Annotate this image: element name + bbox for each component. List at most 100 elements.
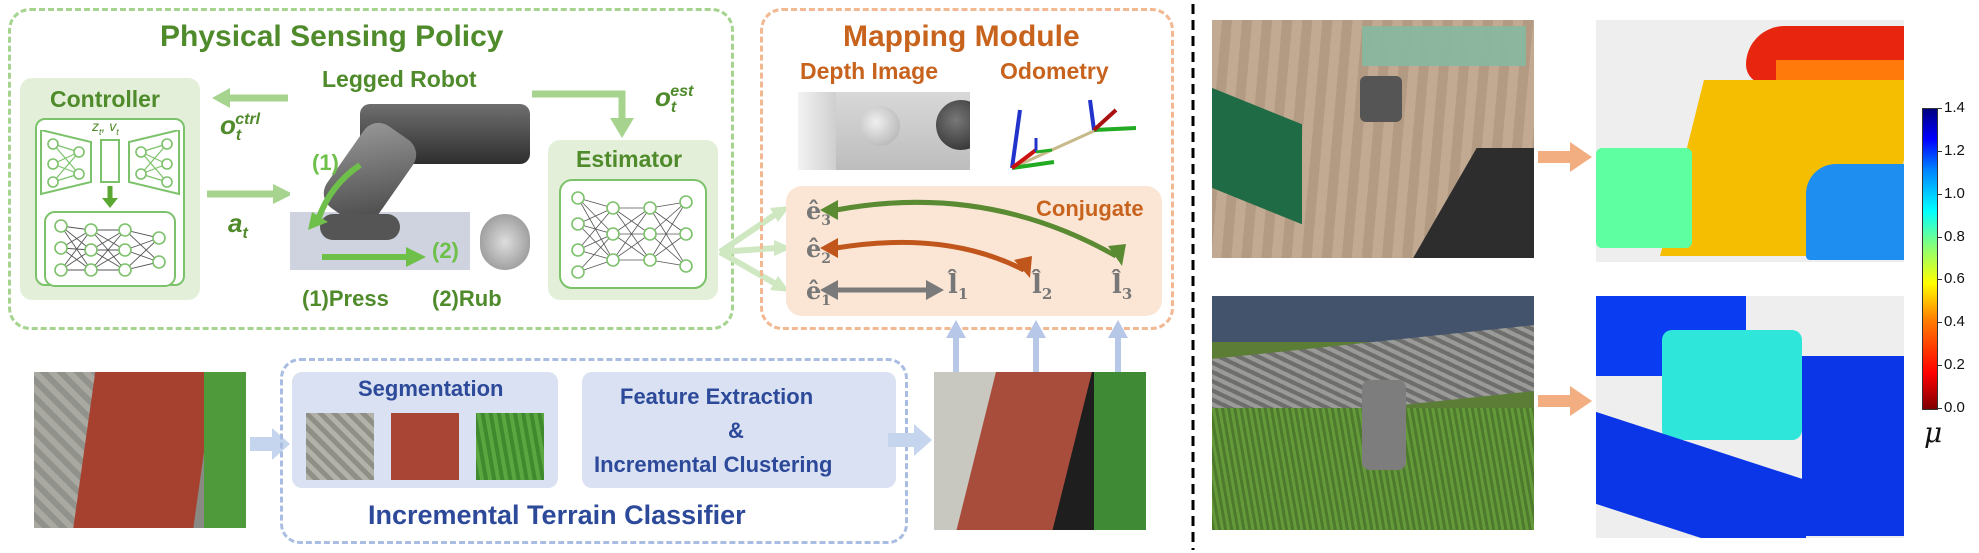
e-hat-1: ê1 bbox=[806, 276, 831, 309]
estimator-network-icon bbox=[559, 179, 707, 289]
feature-line3: Incremental Clustering bbox=[594, 452, 833, 477]
colorbar-tick-mark bbox=[1937, 279, 1942, 281]
l-hat-2-sub: 2 bbox=[1041, 285, 1053, 304]
colorbar-tick-label: 0.2 bbox=[1944, 356, 1965, 374]
segmented-grass-region bbox=[1094, 372, 1146, 530]
indoor-robot-photo bbox=[1212, 20, 1534, 258]
red-track bbox=[71, 372, 217, 528]
e-hat-2-base: ê bbox=[806, 234, 822, 263]
policy-title: Physical Sensing Policy bbox=[160, 20, 504, 53]
obs-ctrl-label: otctrl bbox=[220, 110, 260, 145]
l-hat-3-base: l̂ bbox=[1112, 270, 1122, 300]
conjugate-label: Conjugate bbox=[1036, 196, 1144, 221]
mapping-title: Mapping Module bbox=[843, 20, 1080, 53]
robot-wheel bbox=[480, 214, 530, 270]
e-hat-1-sub: 1 bbox=[821, 292, 832, 309]
press-arrow bbox=[308, 162, 362, 230]
action-arrow bbox=[207, 184, 293, 204]
l-hat-3: l̂3 bbox=[1112, 270, 1132, 303]
dark-mat bbox=[1407, 148, 1534, 258]
controller-network-icon bbox=[40, 130, 180, 287]
colorbar-tick-label: 1.2 bbox=[1944, 141, 1965, 159]
robot-foot bbox=[320, 214, 400, 240]
e-hat-2: ê2 bbox=[806, 234, 831, 267]
colorbar-tick-label: 1.0 bbox=[1944, 184, 1965, 202]
indoor-blue-region bbox=[1806, 164, 1904, 260]
depth-image bbox=[798, 92, 970, 170]
obs-est-sup: est bbox=[670, 83, 694, 101]
controller-latent: zt, vt bbox=[92, 118, 119, 137]
outdoor-friction-map bbox=[1596, 296, 1904, 538]
segmented-terrain-map bbox=[934, 372, 1146, 530]
action-sub: t bbox=[242, 225, 248, 243]
l-hat-1: l̂1 bbox=[948, 270, 968, 303]
legged-robot-label: Legged Robot bbox=[322, 66, 477, 92]
colorbar-tick-mark bbox=[1937, 408, 1942, 409]
outdoor-robot-photo bbox=[1212, 296, 1534, 530]
l-hat-1-sub: 1 bbox=[957, 285, 969, 304]
obs-est-sub: t bbox=[670, 99, 677, 117]
outdoor-cyan-region bbox=[1662, 330, 1802, 440]
rub-arrow bbox=[322, 247, 426, 267]
e-hat-3: ê3 bbox=[806, 196, 831, 229]
e-hat-3-sub: 3 bbox=[821, 212, 832, 229]
step2-mark: (2) bbox=[432, 238, 459, 263]
input-terrain-photo bbox=[34, 372, 246, 528]
colorbar-tick-label: 0.6 bbox=[1944, 270, 1965, 288]
action-base: a bbox=[228, 208, 243, 238]
colorbar-tick-label: 0.0 bbox=[1944, 399, 1965, 416]
feature-line2: & bbox=[728, 418, 744, 443]
colorbar-tick-label: 0.4 bbox=[1944, 313, 1965, 331]
legged-robot-photo bbox=[290, 94, 530, 270]
grass bbox=[204, 372, 246, 528]
indoor-teal-region bbox=[1596, 148, 1692, 248]
segment-pavement bbox=[306, 413, 374, 480]
feature-line1: Feature Extraction bbox=[620, 384, 814, 409]
mapping-module-panel bbox=[760, 8, 1174, 330]
colorbar-tick-label: 1.4 bbox=[1944, 99, 1965, 116]
robot-dog-indoor bbox=[1360, 76, 1402, 122]
outdoor-blue-right bbox=[1802, 356, 1904, 536]
feature-extraction-box bbox=[582, 372, 896, 488]
l-hat-2: l̂2 bbox=[1032, 270, 1052, 303]
colorbar-tick-mark bbox=[1937, 193, 1942, 195]
press-label: (1)Press bbox=[302, 286, 389, 311]
classifier-to-map-arrow bbox=[888, 424, 932, 456]
conjugate-arrows bbox=[820, 199, 1126, 300]
green-mat-left bbox=[1212, 75, 1302, 225]
obs-est-arrow bbox=[532, 90, 634, 138]
e-hat-1-base: ê bbox=[806, 276, 822, 305]
segmentation-label: Segmentation bbox=[358, 376, 504, 401]
obs-est-label: otest bbox=[655, 82, 693, 117]
terrain-classifier-panel bbox=[280, 358, 908, 544]
latent-z: z bbox=[92, 118, 99, 134]
estimator-to-estimates-arrows bbox=[718, 206, 792, 292]
obs-est-base: o bbox=[655, 82, 671, 112]
indoor-arrow bbox=[1538, 142, 1592, 172]
action-label: at bbox=[228, 208, 248, 243]
segment-track bbox=[391, 413, 459, 480]
colorbar-tick-mark bbox=[1937, 150, 1942, 152]
section-divider bbox=[1191, 4, 1195, 550]
latent-v-sub: t bbox=[116, 126, 119, 137]
indoor-friction-map bbox=[1596, 20, 1904, 262]
outdoor-arrow bbox=[1538, 386, 1592, 416]
obs-ctrl-sup: ctrl bbox=[235, 111, 261, 129]
step1-mark: (1) bbox=[312, 150, 339, 175]
colorbar-tick-mark bbox=[1937, 365, 1942, 367]
controller-label: Controller bbox=[50, 86, 160, 112]
physical-sensing-policy-panel bbox=[8, 8, 734, 330]
obs-ctrl-arrow bbox=[212, 88, 288, 108]
colorbar bbox=[1922, 108, 1938, 410]
latent-z-sub: t bbox=[99, 126, 102, 137]
l-hat-1-base: l̂ bbox=[948, 270, 958, 300]
segment-grass bbox=[476, 413, 544, 480]
colorbar-tick-mark bbox=[1937, 322, 1942, 324]
rub-label: (2)Rub bbox=[432, 286, 502, 311]
latent-v: v bbox=[109, 118, 117, 134]
map-to-labels-arrows bbox=[946, 320, 1128, 372]
l-hat-3-sub: 3 bbox=[1121, 285, 1133, 304]
terrain-classifier-title: Incremental Terrain Classifier bbox=[368, 500, 746, 530]
depth-image-label: Depth Image bbox=[800, 58, 939, 84]
robot-dog-outdoor bbox=[1362, 380, 1406, 470]
